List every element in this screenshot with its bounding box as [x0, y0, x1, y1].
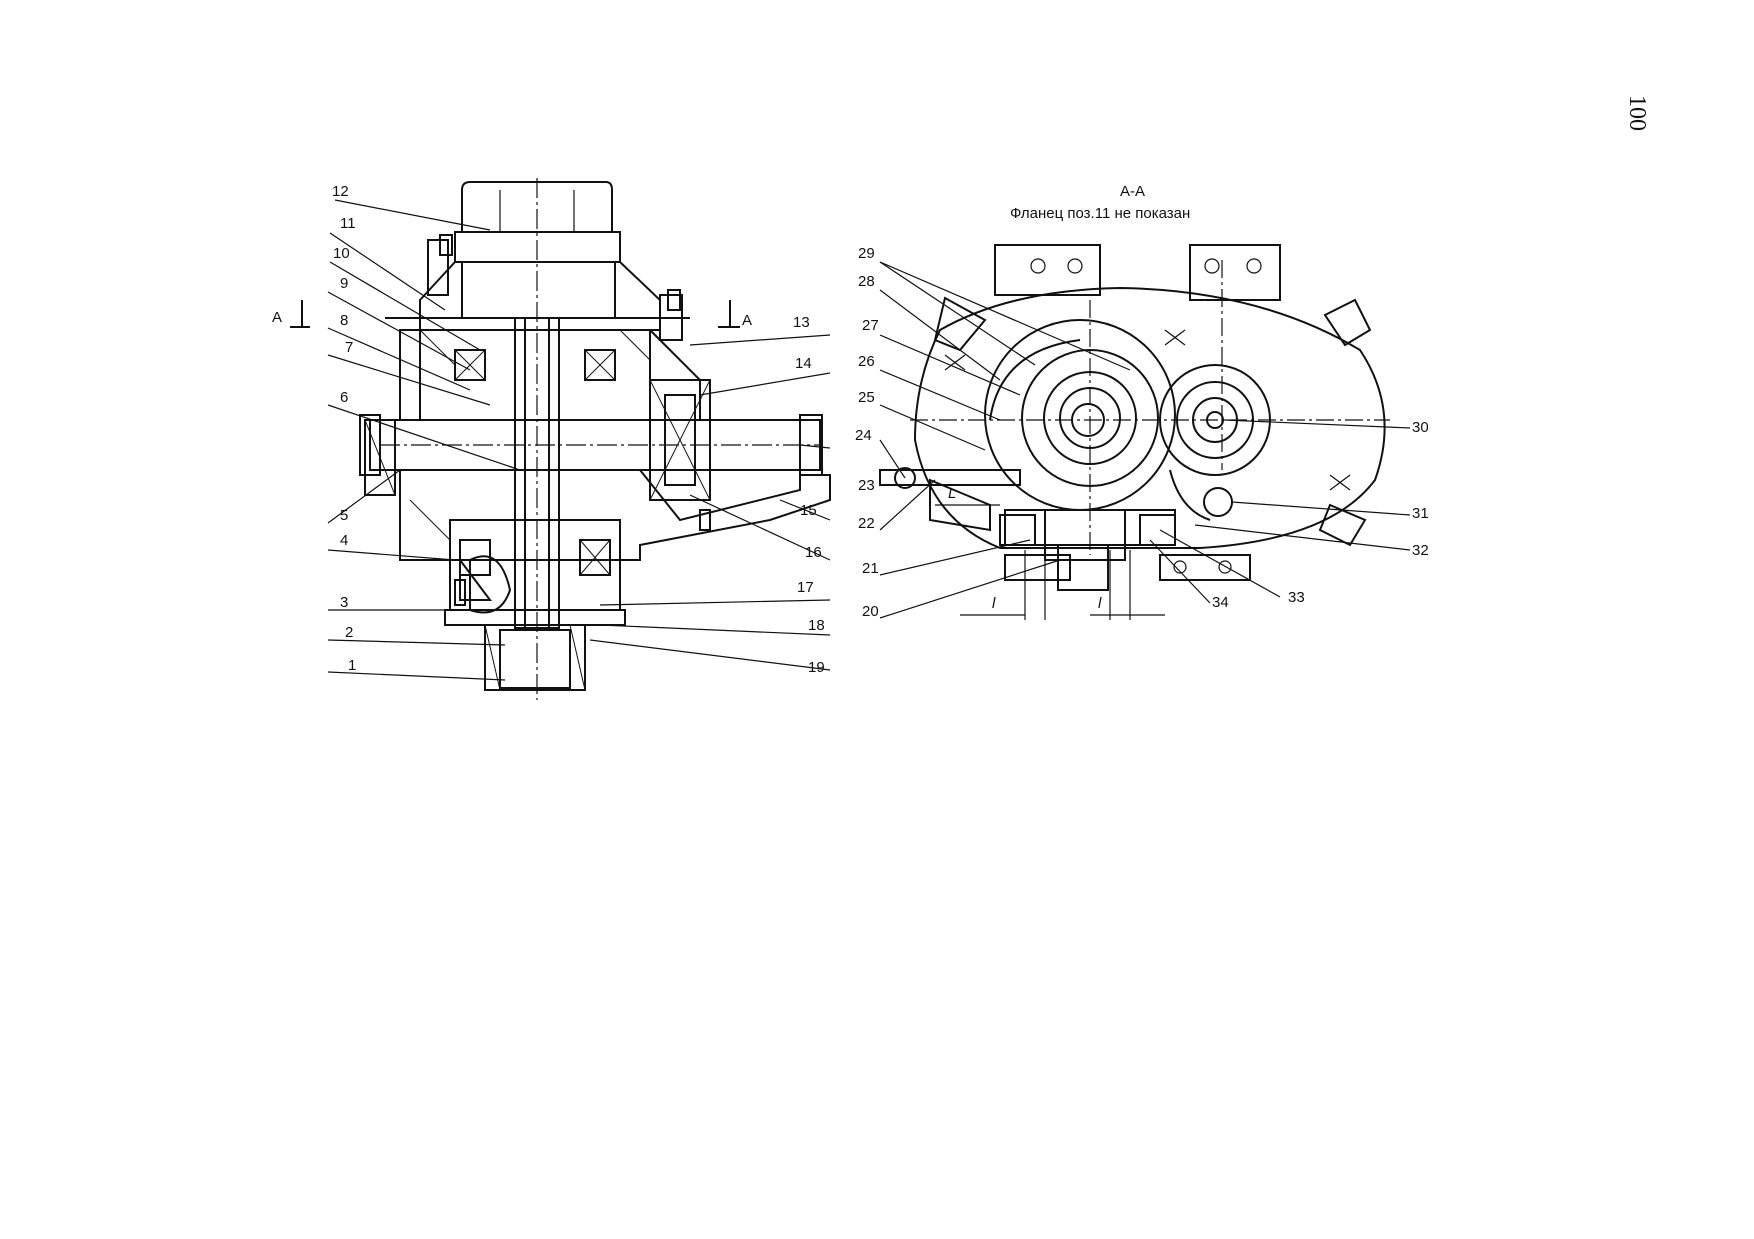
callout-34: 34 — [1212, 594, 1229, 611]
callout-7: 7 — [345, 339, 353, 356]
callout-23: 23 — [858, 477, 875, 494]
callout-17: 17 — [797, 579, 814, 596]
callout-19: 19 — [808, 659, 825, 676]
section-title: А-А — [1120, 183, 1145, 200]
callout-9: 9 — [340, 275, 348, 292]
callout-4: 4 — [340, 532, 348, 549]
callout-13: 13 — [793, 314, 810, 331]
callout-20: 20 — [862, 603, 879, 620]
section-a-a-view — [879, 244, 1390, 620]
section-mark-left: A — [272, 309, 282, 326]
callout-12: 12 — [332, 183, 349, 200]
callout-3: 3 — [340, 594, 348, 611]
callout-27: 27 — [862, 317, 879, 334]
left-leader-lines — [327, 199, 831, 681]
callout-10: 10 — [333, 245, 350, 262]
callout-2: 2 — [345, 624, 353, 641]
callout-24: 24 — [855, 427, 872, 444]
callout-30: 30 — [1412, 419, 1429, 436]
dimension-l-left: l — [992, 595, 996, 612]
callout-6: 6 — [340, 389, 348, 406]
dimension-L: L — [948, 485, 956, 502]
callout-14: 14 — [795, 355, 812, 372]
callout-8: 8 — [340, 312, 348, 329]
section-note: Фланец поз.11 не показан — [1010, 205, 1190, 222]
callout-21: 21 — [862, 560, 879, 577]
callout-18: 18 — [808, 617, 825, 634]
callout-33: 33 — [1288, 589, 1305, 606]
callout-25: 25 — [858, 389, 875, 406]
right-leader-lines — [879, 261, 1411, 619]
callout-28: 28 — [858, 273, 875, 290]
callout-29: 29 — [858, 245, 875, 262]
callout-26: 26 — [858, 353, 875, 370]
callout-11: 11 — [340, 215, 356, 232]
callout-22: 22 — [858, 515, 875, 532]
callout-5: 5 — [340, 507, 348, 524]
right-callouts: 20 21 22 23 25 26 27 28 29 30 31 32 33 3… — [858, 245, 1429, 620]
callout-31: 31 — [1412, 505, 1429, 522]
callout-15: 15 — [800, 502, 817, 519]
left-callouts: 1 2 3 4 5 6 7 8 9 10 11 12 13 14 15 16 1… — [332, 183, 872, 676]
section-mark-right: A — [742, 312, 752, 329]
callout-16: 16 — [805, 544, 822, 561]
gearbox-section-view — [290, 178, 831, 700]
callout-32: 32 — [1412, 542, 1429, 559]
dimension-l-right: l — [1098, 595, 1102, 612]
callout-1: 1 — [348, 657, 356, 674]
